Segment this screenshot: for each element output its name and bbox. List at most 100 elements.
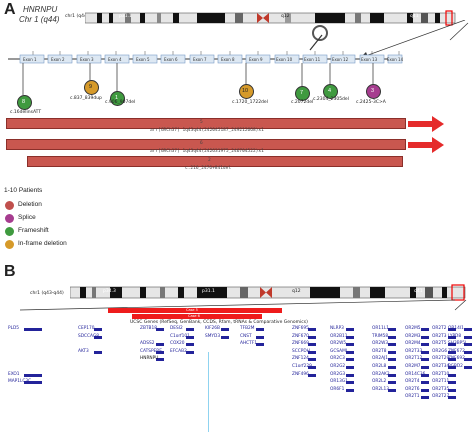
gene-label: OR2AK2 (372, 371, 390, 377)
exon-label: Exon 3 (80, 57, 94, 62)
gene-glyph (448, 373, 456, 377)
legend-label: Frameshift (18, 227, 49, 234)
gene-glyph (448, 328, 456, 331)
gene-label: OR2W3 (372, 341, 389, 347)
gene-glyph (346, 328, 354, 331)
gene-glyph (464, 343, 472, 347)
gene-glyph (221, 328, 229, 331)
band-label: q12 (281, 14, 290, 19)
gene-label: OR14C36 (405, 371, 426, 377)
gene-glyph (448, 381, 456, 385)
gene-glyph (346, 358, 354, 362)
gene-label: OR6F1 (330, 386, 345, 392)
gene-glyph (388, 343, 396, 347)
gene-glyph (308, 358, 316, 362)
gene-label: EFCAB2 (170, 348, 187, 354)
gene-glyph (221, 335, 229, 339)
gene-glyph (464, 335, 472, 339)
gene-label: OR2W5 (330, 341, 347, 347)
gene-label: OR2T4 (405, 379, 420, 385)
gene-label: AHCTF1 (240, 341, 258, 347)
gene-glyph (421, 343, 429, 347)
exon-label: Exon 5 (136, 57, 150, 62)
band-label: p34.3 (103, 289, 116, 294)
hnrnpu-highlight (208, 352, 209, 432)
gene-glyph (346, 335, 354, 339)
panel-a-letter: A (4, 1, 16, 18)
gene-glyph (256, 328, 264, 331)
gene-label: OR2AJ1 (372, 356, 389, 362)
magnifier-icon (312, 25, 328, 41)
gene-glyph (388, 388, 396, 392)
variant-marker: 7 (295, 86, 310, 101)
gene-label: OR2B11 (330, 333, 348, 339)
gene-glyph (388, 335, 396, 339)
gene-glyph (156, 350, 164, 354)
variant-label: c.2304_2305del (313, 97, 349, 102)
gene-glyph (186, 350, 194, 354)
variant-label: c.2072del (291, 100, 314, 105)
gene-glyph (421, 335, 429, 339)
gene-label: ZNF695 (292, 326, 309, 331)
gene-glyph (308, 335, 316, 339)
gene-label: OR2L13 (372, 386, 389, 392)
variant-label: c.906_907del (105, 100, 136, 105)
exon-label: Exon 4 (108, 57, 122, 62)
gene-glyph (24, 328, 42, 331)
gene-label: OR13G1 (330, 379, 348, 385)
case-bar: Case 5 (108, 308, 282, 313)
gene-label: OR2T2 (432, 326, 447, 331)
exon-label: Exon 9 (249, 57, 263, 62)
gene-glyph (421, 396, 429, 400)
gene-glyph (448, 388, 456, 392)
gene-label: TRIM58 (372, 333, 389, 339)
gene-label: LYPD8 (448, 333, 462, 339)
gene-label: C1orf229 (292, 364, 312, 369)
gene-label: OR2T5 (432, 341, 447, 347)
gene-label: KIF26B (205, 326, 220, 331)
variant-label: c.2425-3C>A (356, 100, 386, 105)
exon-label: Exon 11 (304, 57, 321, 62)
gene-glyph (346, 366, 354, 369)
gene-glyph (448, 350, 456, 354)
gene-glyph (421, 373, 429, 377)
gene-label: OR2T12 (405, 356, 423, 362)
gene-label: OR2C3 (330, 356, 345, 362)
gene-glyph (388, 366, 396, 369)
gene-glyph (186, 343, 194, 347)
gene-glyph (464, 328, 472, 331)
legend-swatch (5, 227, 14, 236)
band-label: q41 (414, 289, 423, 294)
gene-glyph (421, 366, 429, 369)
exon-label: Exon 12 (332, 57, 349, 62)
legend-title: 1-10 Patients (4, 187, 43, 194)
legend-label: Deletion (18, 201, 42, 208)
gene-glyph (256, 335, 264, 339)
gene-glyph (94, 328, 102, 331)
gene-label: OR2T34 (432, 364, 450, 369)
gene-label: AKT3 (78, 348, 89, 354)
gene-glyph (388, 328, 396, 331)
gene-glyph (448, 335, 456, 339)
gene-glyph (464, 350, 472, 354)
gene-label: OR2L2 (372, 379, 387, 385)
zoom-lines-b (19, 299, 467, 311)
case-bar: Case 6 (132, 314, 262, 319)
gene-label: OR2T1 (405, 394, 420, 400)
gene-label: ZBTB18 (140, 326, 157, 331)
gene-label: OR2M4 (405, 341, 421, 347)
gene-glyph (346, 350, 354, 354)
gene-label: GCSAML (330, 348, 349, 354)
gene-glyph (388, 358, 396, 362)
gene-label: CNST (240, 333, 252, 339)
arrow-right-icon (408, 116, 444, 153)
gene-glyph (346, 373, 354, 377)
gene-label: OR2M5 (405, 326, 421, 331)
band-label: p31.1 (202, 289, 215, 294)
gene-label: ZNF692 (448, 356, 465, 362)
gene-label: NLRP3 (330, 326, 344, 331)
gene-label: HNRNPU (140, 356, 159, 362)
exon-label: Exon 13 (361, 57, 378, 62)
gene-label: ZNF496 (292, 371, 309, 377)
gene-label: OR14I1 (448, 326, 464, 331)
